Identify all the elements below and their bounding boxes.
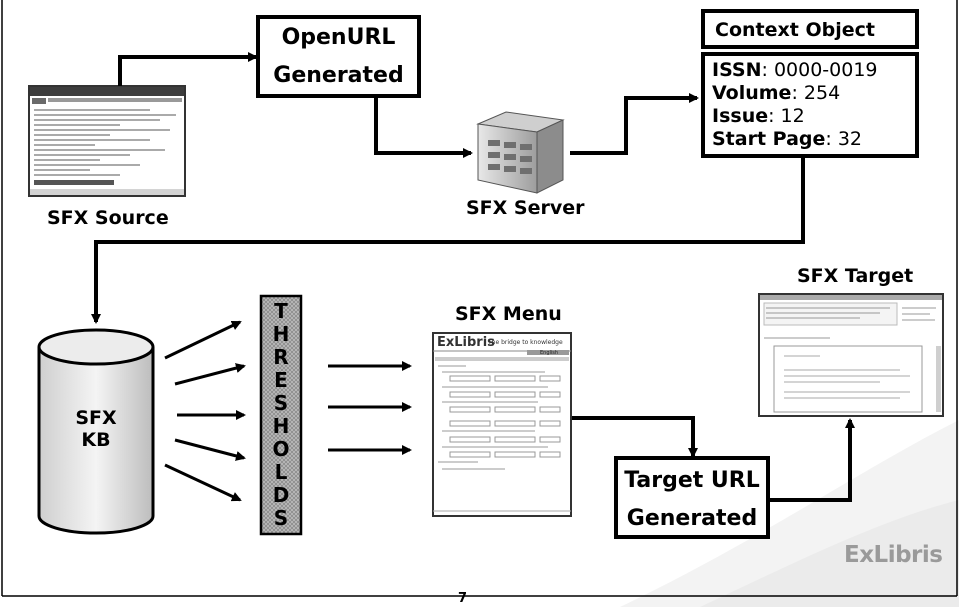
openurl-box: OpenURL Generated	[256, 15, 421, 98]
context-object-title-box: Context Object	[701, 9, 919, 49]
background-swoosh-2	[700, 500, 959, 607]
connector-menu-targeturl	[572, 416, 698, 458]
context-field-start-page: Start Page: 32	[712, 128, 863, 150]
context-object-title: Context Object	[715, 19, 875, 41]
kb-fan-arrows	[164, 320, 246, 502]
context-field-issn: ISSN: 0000-0019	[712, 59, 878, 81]
threshold-letter: E	[274, 368, 288, 392]
sfx-target-label: SFX Target	[797, 265, 914, 287]
context-field-volume: Volume: 254	[712, 82, 841, 104]
threshold-letter: S	[273, 506, 289, 530]
threshold-menu-arrows	[328, 361, 412, 455]
sfx-source-screenshot	[28, 85, 186, 197]
connector-targeturl-target	[768, 418, 855, 502]
connector-openurl-server	[374, 98, 473, 158]
threshold-letter: H	[272, 322, 290, 346]
kb-cylinder	[37, 328, 155, 535]
exlibris-logo: ExLibris	[844, 542, 943, 568]
threshold-letter: H	[272, 414, 290, 438]
target-url-line1: Target URL	[624, 468, 760, 493]
sfx-menu-label: SFX Menu	[455, 303, 562, 325]
connector-context-kb	[91, 158, 805, 324]
openurl-line1: OpenURL	[281, 25, 396, 50]
threshold-letter: R	[273, 345, 289, 369]
threshold-letter: D	[272, 483, 290, 507]
menu-thumb-language: English	[540, 350, 559, 356]
menu-thumb-tagline: The bridge to knowledge	[488, 339, 563, 346]
thresholds-bar	[259, 294, 303, 536]
menu-thumb-logo: ExLibris	[437, 335, 495, 350]
threshold-letter: S	[273, 391, 289, 415]
server-icon	[476, 111, 565, 194]
sfx-target-screenshot	[758, 293, 944, 417]
threshold-letter: T	[274, 299, 288, 323]
sfx-menu-screenshot	[432, 332, 572, 517]
threshold-letter: O	[272, 437, 290, 461]
thresholds-label: T H R E S H O L D S	[261, 296, 301, 534]
connector-source-openurl	[118, 52, 258, 86]
kb-label-line1: SFX	[75, 407, 117, 429]
connector-server-context	[570, 93, 699, 155]
target-url-box: Target URL Generated	[614, 456, 770, 539]
kb-label: SFX KB	[39, 407, 153, 451]
openurl-line2: Generated	[273, 63, 404, 88]
context-object-fields-box: ISSN: 0000-0019 Volume: 254 Issue: 12 St…	[701, 52, 919, 158]
threshold-letter: L	[274, 460, 288, 484]
page-number: 7	[458, 591, 468, 606]
kb-label-line2: KB	[81, 429, 111, 451]
sfx-server-label: SFX Server	[466, 197, 585, 219]
context-field-issue: Issue: 12	[712, 105, 805, 127]
sfx-source-label: SFX Source	[47, 207, 169, 229]
target-url-line2: Generated	[626, 506, 758, 531]
